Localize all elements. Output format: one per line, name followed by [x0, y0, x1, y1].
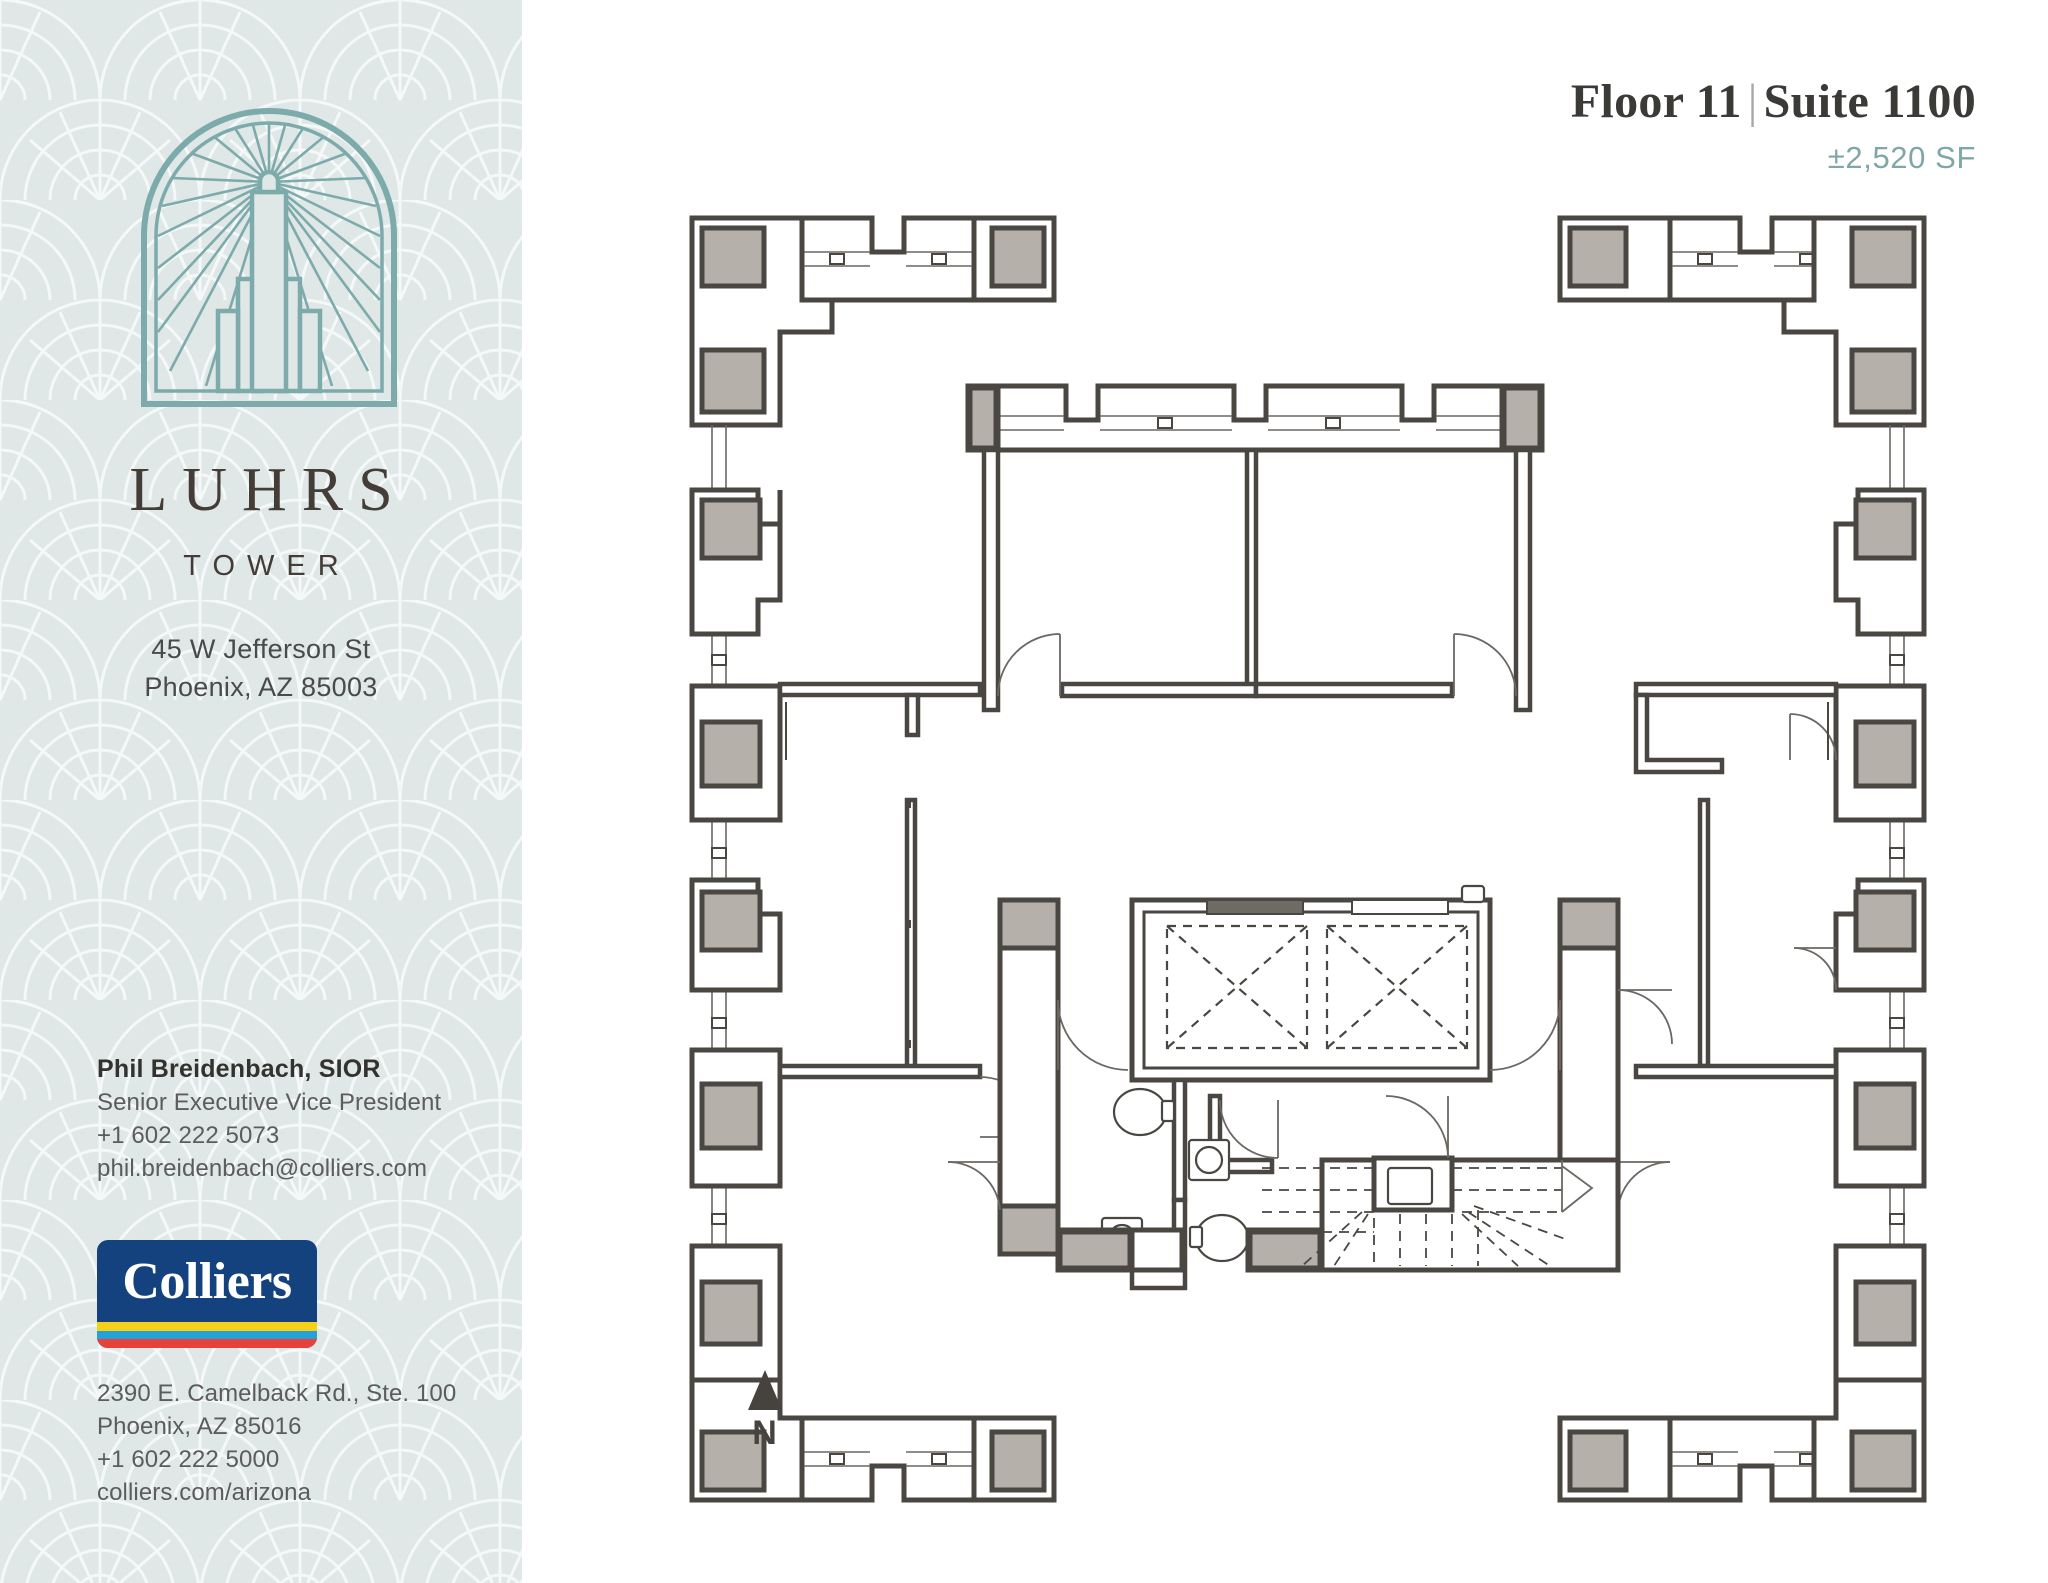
broker-phone[interactable]: +1 602 222 5073 — [97, 1121, 280, 1149]
building-address-line2: Phoenix, AZ 85003 — [144, 672, 378, 703]
partition-east-wing — [1633, 681, 1839, 1080]
building-address: 45 W Jefferson St Phoenix, AZ 85003 — [0, 630, 522, 707]
floor-label: Floor 11 — [1570, 75, 1742, 128]
luhrs-tower-arch-emblem-icon — [141, 108, 397, 407]
wall-segment-nw-corner — [689, 215, 835, 428]
north-arrow: N — [730, 1370, 800, 1453]
office-website[interactable]: colliers.com/arizona — [97, 1478, 312, 1506]
floorplan-panel: Floor 11|Suite 1100 ±2,520 SF N .wall { … — [522, 0, 2048, 1583]
suite-label: Suite 1100 — [1763, 75, 1976, 128]
colliers-logo[interactable]: Colliers — [97, 1240, 317, 1348]
floorplan-drawing: N .wall { fill:#ffffff; stroke:#4a4642; … — [662, 200, 1952, 1520]
building-address-line1: 45 W Jefferson St — [151, 634, 371, 664]
drawing-lead-lines — [785, 702, 1829, 1048]
office-address-line2: Phoenix, AZ 85016 — [97, 1412, 302, 1440]
stripe-blue — [97, 1330, 317, 1340]
exterior-wall-east — [1833, 425, 1927, 1383]
office-info-block: 2390 E. Camelback Rd., Ste. 100 Phoenix,… — [97, 1378, 456, 1510]
brand-sidebar: LUHRS TOWER 45 W Jefferson St Phoenix, A… — [0, 0, 522, 1583]
stripe-yellow — [97, 1322, 317, 1331]
brand-name: LUHRS — [129, 456, 408, 524]
broker-title: Senior Executive Vice President — [97, 1089, 442, 1116]
exterior-wall-south — [689, 1377, 1927, 1503]
exterior-wall-north-left — [799, 215, 1057, 303]
partition-north-offices — [981, 447, 1533, 713]
floorplan-svg: .wall { fill:#ffffff; stroke:#4a4642; st… — [689, 215, 1927, 1503]
building-core — [947, 884, 1673, 1291]
broker-contact-block: Phil Breidenbach, SIOR Senior Executive … — [97, 1055, 441, 1186]
title-separator: | — [1747, 75, 1758, 128]
office-phone[interactable]: +1 602 222 5000 — [97, 1445, 280, 1473]
colliers-logo-text: Colliers — [122, 1253, 292, 1310]
restrooms — [1055, 1077, 1325, 1291]
partition-west-wing — [777, 681, 1041, 1138]
broker-name: Phil Breidenbach, SIOR — [97, 1055, 381, 1083]
elevator-bank — [1129, 884, 1493, 1083]
brand-subtitle: TOWER — [183, 550, 351, 582]
stripe-red — [97, 1339, 317, 1348]
colliers-stripe-bars — [97, 1322, 317, 1348]
stairwell — [1262, 1095, 1621, 1273]
north-arrow-icon — [748, 1370, 782, 1410]
interior-court-north-wall — [965, 383, 1545, 453]
plan-title-area: Floor 11|Suite 1100 ±2,520 SF — [1571, 74, 1976, 176]
north-label: N — [752, 1414, 778, 1452]
broker-email[interactable]: phil.breidenbach@colliers.com — [97, 1154, 428, 1182]
page-title: Floor 11|Suite 1100 — [1571, 74, 1976, 129]
square-footage: ±2,520 SF — [1827, 140, 1976, 175]
exterior-wall-north-right — [1557, 215, 1927, 428]
office-address-line1: 2390 E. Camelback Rd., Ste. 100 — [97, 1380, 457, 1407]
exterior-wall-west — [689, 425, 783, 1383]
